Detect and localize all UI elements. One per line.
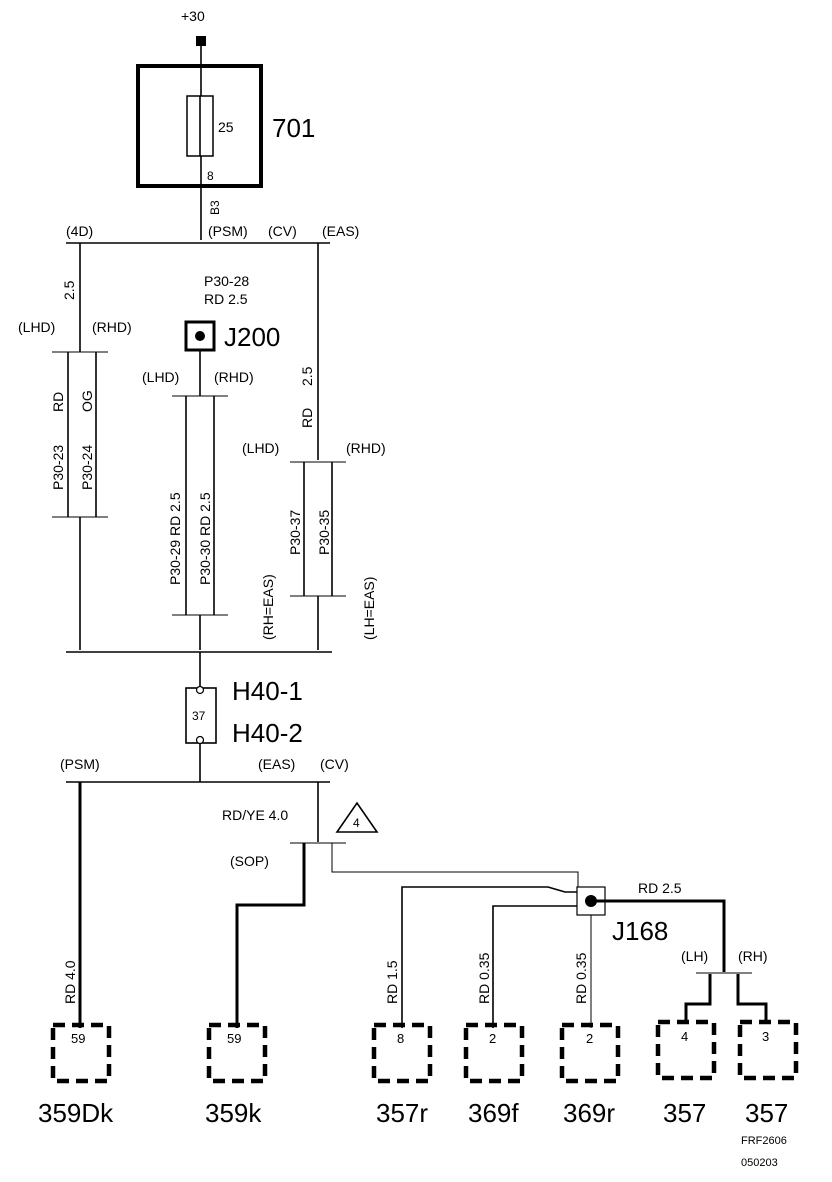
footer-code-1: FRF2606 [741, 1135, 787, 1147]
drop-wire-5-label: RD 0.35 [573, 952, 589, 1004]
connector-h40 [185, 687, 217, 744]
supply-label: +30 [181, 8, 205, 24]
component-box-6 [655, 1019, 717, 1081]
rdye-label: RD/YE 4.0 [222, 807, 288, 823]
drop-wire-6 [684, 974, 712, 1022]
variant-4d: (4D) [66, 223, 93, 239]
left-a-id: P30-23 [50, 445, 66, 490]
component-name-4: 369f [468, 1098, 519, 1128]
fuse-pin: 8 [207, 169, 214, 183]
left-lhd: (LHD) [18, 319, 55, 335]
connector-h40-pin-top [195, 685, 205, 695]
sop-label: (SOP) [230, 853, 269, 869]
component-name-5: 369r [563, 1098, 615, 1128]
connector-h40-bottom: H40-2 [232, 718, 303, 748]
right-note-b: (LH=EAS) [361, 577, 377, 640]
right-lhd: (LHD) [242, 440, 279, 456]
component-pin-6: 4 [681, 1029, 688, 1044]
variant2-cv: (CV) [320, 756, 349, 772]
left-b-id: P30-24 [79, 445, 95, 490]
left-a-color: RD [50, 392, 66, 412]
component-pin-2: 59 [227, 1031, 241, 1046]
component-box-4 [463, 1022, 525, 1084]
note-triangle [335, 801, 379, 833]
drop-wire-1-label: RD 4.0 [62, 960, 78, 1004]
left-b-color: OG [79, 390, 95, 412]
note-number: 4 [353, 816, 360, 830]
component-box-1 [50, 1022, 112, 1084]
component-pin-3: 8 [397, 1031, 404, 1046]
mid-a-label: P30-29 RD 2.5 [167, 492, 183, 585]
connector-h40-pin: 37 [192, 709, 206, 723]
drop-wire-4 [492, 905, 577, 1028]
variant-psm: (PSM) [208, 223, 248, 239]
right-wire-color: RD [299, 408, 315, 428]
left-rhd: (RHD) [92, 319, 132, 335]
drop-wire-3 [401, 886, 577, 1028]
splice-j168-id: J168 [612, 916, 668, 946]
component-name-3: 357r [376, 1098, 428, 1128]
drop-wire-2 [235, 843, 306, 1028]
rh-label: (RH) [738, 948, 768, 964]
right-wire-size: 2.5 [299, 366, 315, 386]
drop-wire-3-label: RD 1.5 [384, 960, 400, 1004]
lh-label: (LH) [681, 948, 708, 964]
variant-eas: (EAS) [322, 223, 359, 239]
mid-b-label: P30-30 RD 2.5 [197, 492, 213, 585]
supply-terminal [196, 36, 206, 46]
footer-code-2: 050203 [741, 1157, 778, 1169]
mid-wire-color: RD 2.5 [204, 291, 248, 307]
connector-h40-pin-bottom [195, 735, 205, 745]
component-box-5 [559, 1022, 621, 1084]
component-box-7 [737, 1019, 799, 1081]
variant2-psm: (PSM) [60, 756, 100, 772]
component-name-7: 357 [745, 1098, 788, 1128]
right-rhd: (RHD) [346, 440, 386, 456]
component-pin-4: 2 [489, 1031, 496, 1046]
component-name-2: 359k [205, 1098, 262, 1128]
mid-rhd: (RHD) [214, 369, 254, 385]
fuse-rating: 25 [218, 119, 234, 135]
splice-j200-dot [195, 331, 205, 341]
right-a-id: P30-37 [287, 510, 303, 555]
fuse-terminal: B3 [208, 200, 222, 215]
fuse-box [136, 64, 263, 188]
component-box-3 [371, 1022, 433, 1084]
right-b-id: P30-35 [316, 510, 332, 555]
splice-j168-out-label: RD 2.5 [638, 880, 682, 896]
left-wire-size: 2.5 [61, 280, 77, 300]
right-note-a: (RH=EAS) [260, 574, 276, 640]
j168-out-wire [591, 899, 726, 972]
component-pin-5: 2 [586, 1031, 593, 1046]
component-name-1: 359Dk [38, 1098, 114, 1128]
component-pin-7: 3 [762, 1029, 769, 1044]
j168-feed-wire [331, 843, 579, 893]
variant-cv: (CV) [268, 223, 297, 239]
connector-h40-top: H40-1 [232, 676, 303, 706]
splice-j200-id: J200 [224, 322, 280, 352]
component-pin-1: 59 [71, 1031, 85, 1046]
mid-wire-id: P30-28 [204, 273, 249, 289]
component-name-6: 357 [663, 1098, 706, 1128]
variant2-eas: (EAS) [258, 756, 295, 772]
component-box-2 [206, 1022, 268, 1084]
drop-wire-4-label: RD 0.35 [476, 952, 492, 1004]
mid-lhd: (LHD) [142, 369, 179, 385]
fuse-box-id: 701 [272, 113, 315, 143]
drop-wire-7 [736, 974, 768, 1022]
